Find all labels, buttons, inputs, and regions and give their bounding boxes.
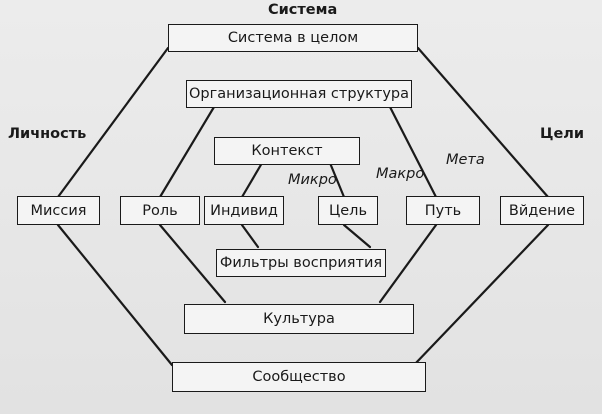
line-mission-to-community [56, 223, 174, 367]
box-path: Путь [406, 196, 480, 225]
box-system-whole: Система в целом [168, 24, 418, 52]
line-vision-to-system [416, 46, 550, 199]
box-org-structure: Организационная структура [186, 80, 412, 108]
line-path-to-culture [378, 223, 438, 304]
label-micro: Микро [288, 172, 337, 188]
label-meta: Мета [446, 152, 485, 168]
line-goal-to-filters [342, 223, 372, 249]
line-mission-to-system [56, 46, 170, 199]
box-goal: Цель [318, 196, 378, 225]
line-individual-to-filters [240, 223, 260, 249]
box-vision: Вйдение [500, 196, 584, 225]
label-macro: Макро [376, 166, 425, 182]
line-vision-to-community [412, 223, 550, 367]
line-individual-to-context [240, 161, 264, 199]
line-role-to-culture [158, 223, 227, 304]
box-role: Роль [120, 196, 200, 225]
line-goal-to-context [328, 161, 346, 199]
box-mission: Миссия [17, 196, 100, 225]
label-personality: Личность [8, 126, 87, 142]
label-system: Система [268, 2, 338, 18]
box-culture: Культура [184, 304, 414, 334]
label-goals: Цели [540, 126, 585, 142]
line-role-to-org [158, 105, 216, 199]
box-individual: Индивид [204, 196, 284, 225]
line-path-to-org [388, 105, 438, 199]
box-community: Сообщество [172, 362, 426, 392]
box-context: Контекст [214, 137, 360, 165]
box-perception-filters: Фильтры восприятия [216, 249, 386, 277]
